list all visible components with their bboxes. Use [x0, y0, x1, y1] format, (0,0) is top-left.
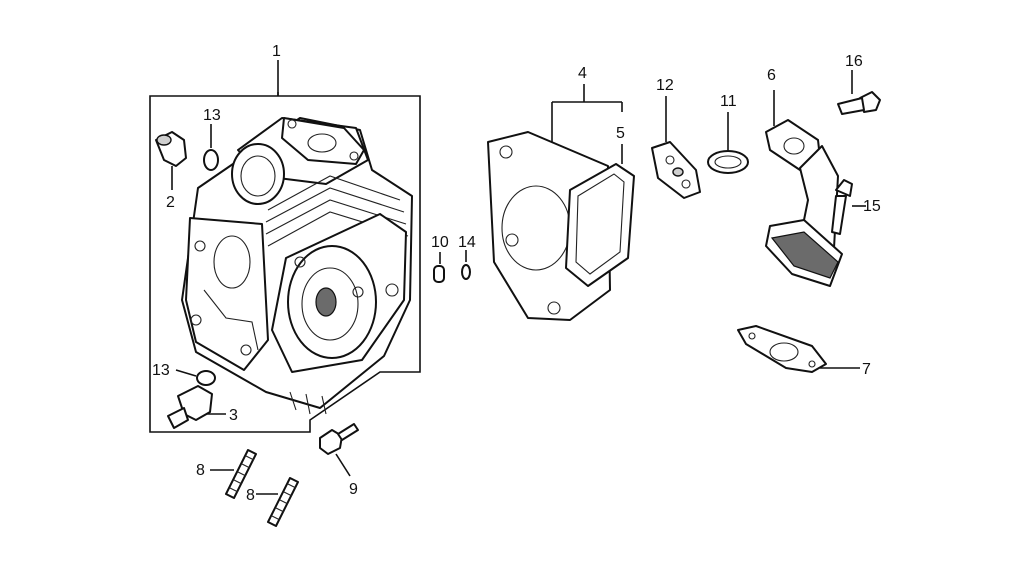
bolt-9 — [319, 423, 359, 477]
callout-16: 16 — [845, 53, 863, 70]
stud-8-lower — [256, 477, 299, 527]
plug-fitting-3 — [167, 385, 226, 429]
cylinder-head — [181, 117, 413, 415]
callout-14: 14 — [458, 234, 476, 251]
dowel-10 — [433, 252, 445, 283]
callout-9: 9 — [349, 481, 358, 498]
o-ring-14 — [461, 250, 471, 280]
bolt-16 — [837, 70, 881, 115]
plug-fitting-2 — [155, 131, 187, 190]
o-ring-13-upper — [203, 124, 219, 171]
callout-11: 11 — [720, 93, 737, 110]
callout-13-upper: 13 — [203, 107, 221, 124]
insulator-gasket-12 — [651, 96, 701, 199]
callout-1: 1 — [272, 43, 281, 60]
cylinder-head-assembly-frame — [149, 60, 421, 433]
callout-7: 7 — [862, 361, 871, 378]
callout-15: 15 — [863, 198, 881, 215]
gasket-7 — [737, 325, 860, 373]
callout-2: 2 — [166, 194, 175, 211]
callout-8-lower: 8 — [246, 487, 255, 504]
gasket-5 — [565, 163, 635, 287]
callout-10: 10 — [431, 234, 449, 251]
o-ring-11 — [707, 112, 749, 174]
callout-5: 5 — [616, 125, 625, 142]
o-ring-13-lower — [175, 369, 216, 386]
intake-pipe-6 — [765, 90, 843, 287]
callout-6: 6 — [767, 67, 776, 84]
callout-4-bracket — [551, 84, 623, 164]
callout-4: 4 — [578, 65, 587, 82]
stud-8-upper — [210, 449, 257, 499]
callout-13-lower: 13 — [152, 362, 170, 379]
callout-12: 12 — [656, 77, 674, 94]
callout-3: 3 — [229, 407, 238, 424]
bolt-15 — [831, 179, 866, 235]
callout-8-upper: 8 — [196, 462, 205, 479]
